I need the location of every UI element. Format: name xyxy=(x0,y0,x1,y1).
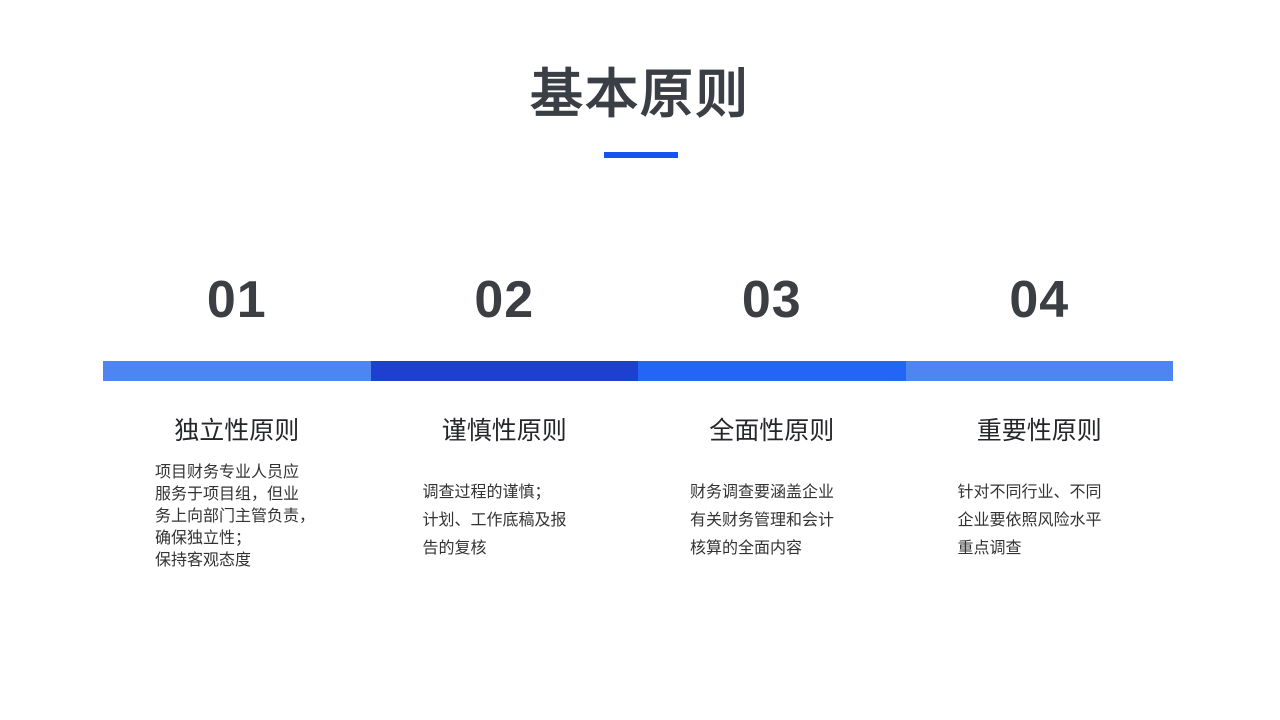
column-number: 01 xyxy=(206,271,267,329)
column-number: 04 xyxy=(1009,271,1070,329)
column-bar-segment xyxy=(370,361,638,381)
column-body-text: 针对不同行业、不同 企业要依照风险水平 重点调查 xyxy=(957,482,1102,557)
column-bar-segment xyxy=(905,361,1173,381)
title-accent-underline xyxy=(604,152,678,158)
column-body-text: 财务调查要涵盖企业 有关财务管理和会计 核算的全面内容 xyxy=(690,482,835,557)
principles-columns: 01 独立性原则 项目财务专业人员应 服务于项目组，但业 务上向部门主管负责， … xyxy=(103,270,1173,610)
column-heading: 全面性原则 xyxy=(709,416,835,445)
column-heading: 谨慎性原则 xyxy=(441,416,567,445)
principle-column-1: 01 独立性原则 项目财务专业人员应 服务于项目组，但业 务上向部门主管负责， … xyxy=(103,270,371,610)
column-number: 02 xyxy=(474,271,535,329)
column-body-text: 项目财务专业人员应 服务于项目组，但业 务上向部门主管负责， 确保独立性； 保持… xyxy=(155,462,316,569)
column-number: 03 xyxy=(741,271,802,329)
column-heading: 重要性原则 xyxy=(976,416,1102,445)
column-heading: 独立性原则 xyxy=(174,416,300,445)
column-bar-segment xyxy=(638,361,906,381)
principle-column-3: 03 全面性原则 财务调查要涵盖企业 有关财务管理和会计 核算的全面内容 xyxy=(638,270,906,610)
column-body-text: 调查过程的谨慎； 计划、工作底稿及报 告的复核 xyxy=(422,482,567,557)
slide-title: 基本原则 xyxy=(530,65,750,124)
principle-column-4: 04 重要性原则 针对不同行业、不同 企业要依照风险水平 重点调查 xyxy=(905,270,1173,610)
column-bar-segment xyxy=(103,361,371,381)
principle-column-2: 02 谨慎性原则 调查过程的谨慎； 计划、工作底稿及报 告的复核 xyxy=(370,270,638,610)
